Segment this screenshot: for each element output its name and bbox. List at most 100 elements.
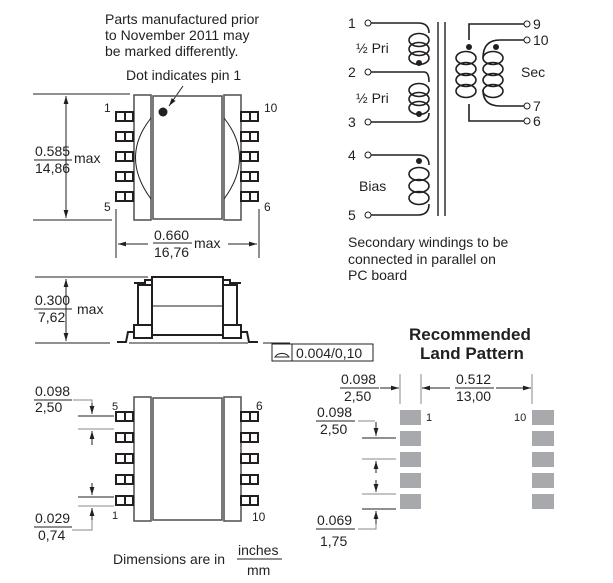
schematic: 1 2 3 4 5 <box>348 15 549 223</box>
lead-dim-inches: 0.029 <box>35 510 70 526</box>
span-mm: 13,00 <box>456 388 491 404</box>
units-note: Dimensions are in inches mm <box>113 542 282 578</box>
land-pad <box>400 431 421 446</box>
coil-loop <box>408 91 430 107</box>
package-lead <box>115 495 134 506</box>
span-inches: 0.512 <box>456 371 491 387</box>
pin-3: 3 <box>348 114 418 130</box>
coplanarity-box <box>271 343 374 362</box>
package-lead <box>240 191 259 202</box>
coil-loop <box>408 82 430 98</box>
svg-text:9: 9 <box>533 16 541 32</box>
polarity-dot <box>416 60 422 66</box>
sec-label: Sec <box>521 64 545 80</box>
pin-label: 10 <box>252 510 266 524</box>
pin-1: 1 <box>348 15 418 31</box>
land-pattern: Recommended Land Pattern 0.098 2,50 0.51… <box>316 325 554 549</box>
width-dim-max: max <box>194 235 220 251</box>
side-height-max: max <box>77 301 103 317</box>
package-lead <box>240 151 259 162</box>
right-bobbin-flange <box>223 94 242 221</box>
pin-5: 5 <box>348 207 418 223</box>
pin-4: 4 <box>348 147 418 163</box>
package-lead <box>115 151 134 162</box>
polarity-dot <box>416 111 422 117</box>
svg-text:be marked differently.: be marked differently. <box>105 43 238 59</box>
bottom-view: 5 1 6 10 0.098 2,50 0.029 0,74 <box>34 383 266 543</box>
core-body <box>152 95 223 220</box>
coil-loop <box>455 72 477 88</box>
package-lead <box>240 111 259 122</box>
units-mm: mm <box>247 562 270 578</box>
package-lead <box>240 495 259 506</box>
marking-note: Parts manufactured prior to November 201… <box>105 11 259 59</box>
pin1-dot <box>158 107 168 117</box>
pin-label: 1 <box>104 101 111 115</box>
pin-label: 5 <box>104 200 111 214</box>
pin-7: 7 <box>523 98 541 114</box>
pin-9: 9 <box>523 16 541 32</box>
pad-height-mm: 1,75 <box>320 533 347 549</box>
coil-loop <box>455 83 477 99</box>
right-winding-arc <box>223 117 240 200</box>
svg-text:Secondary windings to be: Secondary windings to be <box>348 234 509 250</box>
pin-label: 1 <box>112 510 118 522</box>
svg-text:1: 1 <box>348 15 356 31</box>
coil-loop <box>408 32 430 48</box>
svg-text:6: 6 <box>533 113 541 129</box>
left-winding-arc <box>135 117 152 200</box>
pin-2: 2 <box>348 64 424 80</box>
land-pad <box>532 431 554 446</box>
polarity-dot <box>493 44 499 50</box>
pin-label: 6 <box>264 200 271 214</box>
dot-note: Dot indicates pin 1 <box>126 67 241 83</box>
package-lead <box>240 474 259 485</box>
land-pad <box>532 494 554 509</box>
coil-loop <box>408 190 430 206</box>
package-lead <box>240 411 259 422</box>
half-pri-label: ½ Pri <box>356 90 389 106</box>
land-pattern-title: Land Pattern <box>420 344 524 363</box>
land-pad <box>400 410 421 425</box>
package-lead <box>240 171 259 182</box>
coil-loop <box>408 41 430 57</box>
package-lead <box>115 191 134 202</box>
svg-text:3: 3 <box>348 114 356 130</box>
svg-text:7: 7 <box>533 98 541 114</box>
pin-label: 6 <box>256 399 263 413</box>
width-dim-mm: 16,76 <box>154 244 189 260</box>
package-lead <box>115 131 134 142</box>
width-dim-inches: 0.660 <box>154 227 189 243</box>
svg-text:10: 10 <box>533 32 549 48</box>
side-height-inches: 0.300 <box>35 292 70 308</box>
pad-width-mm: 2,50 <box>344 388 371 404</box>
package-lead <box>115 171 134 182</box>
pitch-inches: 0.098 <box>317 404 352 420</box>
pin-label: 5 <box>112 401 118 413</box>
side-view: 0.300 7,62 max 0.004/0,10 <box>34 276 374 362</box>
package-lead <box>115 111 134 122</box>
package-lead <box>115 453 134 464</box>
left-bobbin-flange <box>133 94 152 221</box>
package-lead <box>240 453 259 464</box>
coil-loop <box>455 61 477 77</box>
land-pad <box>532 452 554 467</box>
pin-10: 10 <box>523 32 549 48</box>
land-pad <box>400 494 421 509</box>
pin-label: 10 <box>264 101 278 115</box>
coplanarity-value: 0.004/0,10 <box>296 345 362 361</box>
package-lead <box>115 474 134 485</box>
package-lead <box>240 131 259 142</box>
coil-loop <box>482 61 504 77</box>
top-view: 1 5 10 6 0.585 14,86 max 0.660 16,76 max <box>33 93 278 260</box>
land-pad <box>532 473 554 488</box>
package-lead <box>115 432 134 443</box>
land-pad <box>400 473 421 488</box>
coil-loop <box>455 50 477 66</box>
land-pad <box>400 452 421 467</box>
coil-loop <box>408 166 430 182</box>
pin-6: 6 <box>523 113 541 129</box>
coil-loop <box>482 72 504 88</box>
svg-text:2: 2 <box>348 64 356 80</box>
